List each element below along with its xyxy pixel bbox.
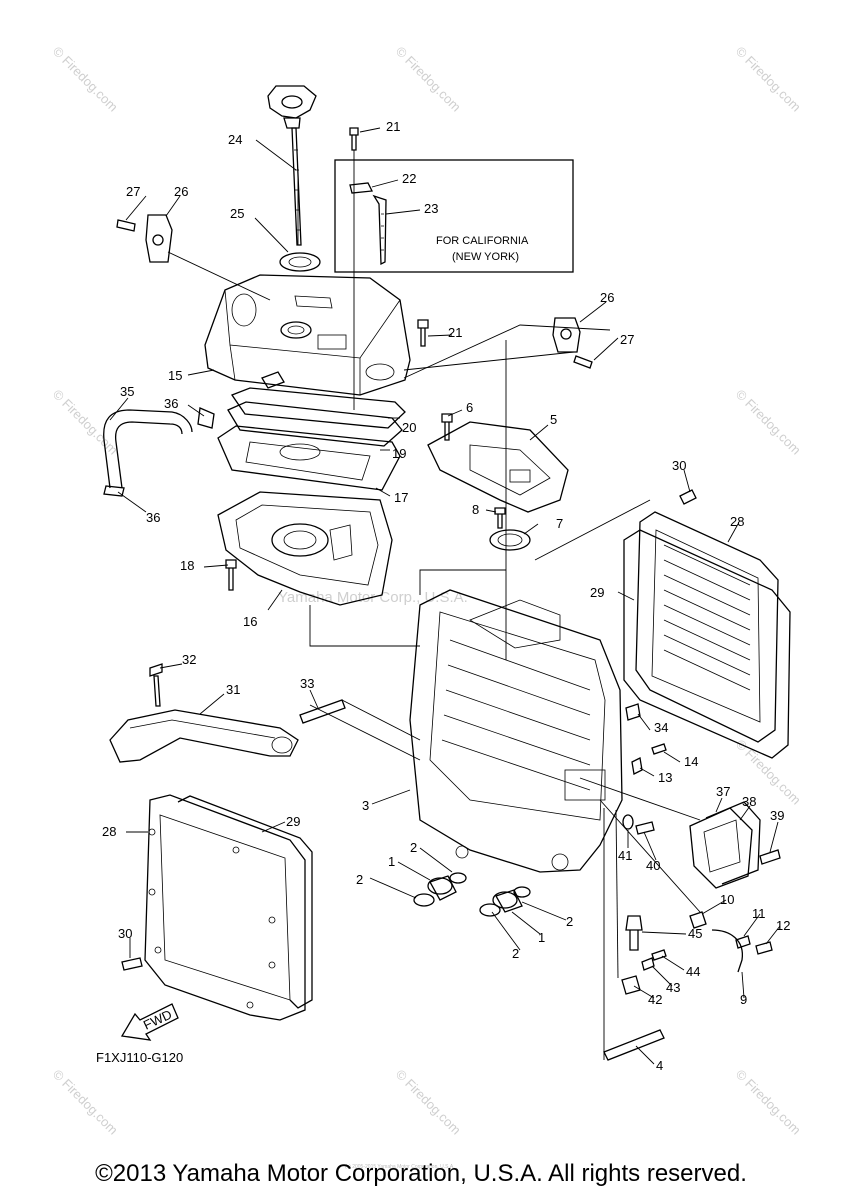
cam-cover-plate xyxy=(427,413,569,513)
tiny-notice: (c) 2005-2015 Yamaha Motor Corporation, … xyxy=(345,1164,455,1170)
plug-cover xyxy=(489,507,531,551)
brackets xyxy=(116,214,593,369)
callout-20: 20 xyxy=(402,420,416,435)
callout-1: 1 xyxy=(538,930,545,945)
bolts-21 xyxy=(349,127,429,347)
exhaust-manifold xyxy=(109,663,346,763)
callout-44: 44 xyxy=(686,964,700,979)
watermark: © Firedog.com xyxy=(393,44,464,115)
callout-2: 2 xyxy=(512,946,519,961)
callout-4: 4 xyxy=(656,1058,663,1073)
callout-25: 25 xyxy=(230,206,244,221)
callout-7: 7 xyxy=(556,516,563,531)
callout-2: 2 xyxy=(356,872,363,887)
leader-lines xyxy=(109,127,781,1065)
cylinder-block xyxy=(409,589,623,873)
watermark: © Firedog.com xyxy=(733,44,804,115)
box-note-line-1: FOR CALIFORNIA xyxy=(436,235,529,247)
callout-19: 19 xyxy=(392,446,406,461)
breather-hose xyxy=(103,407,215,497)
callout-28: 28 xyxy=(730,514,744,529)
callout-38: 38 xyxy=(742,794,756,809)
side-cover-right xyxy=(623,511,791,759)
callout-36: 36 xyxy=(164,396,178,411)
callout-42: 42 xyxy=(648,992,662,1007)
copyright-footer: ©2013 Yamaha Motor Corporation, U.S.A. A… xyxy=(95,1160,747,1187)
callout-18: 18 xyxy=(180,558,194,573)
callout-39: 39 xyxy=(770,808,784,823)
callout-30: 30 xyxy=(118,926,132,941)
water-unions xyxy=(413,872,531,917)
callout-24: 24 xyxy=(228,132,242,147)
callout-28: 28 xyxy=(102,824,116,839)
callout-23: 23 xyxy=(424,201,438,216)
callout-11: 11 xyxy=(752,906,766,921)
callout-9: 9 xyxy=(740,992,747,1007)
diagram-code: F1XJ110-G120 xyxy=(96,1050,183,1065)
oil-filler-cap-assembly xyxy=(267,85,321,272)
callout-26: 26 xyxy=(600,290,614,305)
watermark: © Firedog.com xyxy=(733,1067,804,1138)
callout-3: 3 xyxy=(362,798,369,813)
callout-10: 10 xyxy=(720,892,734,907)
callout-27: 27 xyxy=(126,184,140,199)
callout-43: 43 xyxy=(666,980,680,995)
callout-21: 21 xyxy=(386,119,400,134)
callout-1: 1 xyxy=(388,854,395,869)
callout-5: 5 xyxy=(550,412,557,427)
side-cover-left xyxy=(144,794,313,1021)
watermark: © Firedog.com xyxy=(50,387,121,458)
callout-26: 26 xyxy=(174,184,188,199)
watermark: © Firedog.com xyxy=(733,387,804,458)
callout-30: 30 xyxy=(672,458,686,473)
callout-40: 40 xyxy=(646,858,660,873)
callout-29: 29 xyxy=(286,814,300,829)
callout-2: 2 xyxy=(566,914,573,929)
callout-6: 6 xyxy=(466,400,473,415)
callout-45: 45 xyxy=(688,926,702,941)
bolts-30 xyxy=(121,489,697,971)
callout-17: 17 xyxy=(394,490,408,505)
callout-2: 2 xyxy=(410,840,417,855)
valve-cover xyxy=(204,274,411,396)
callout-21: 21 xyxy=(448,325,462,340)
callout-15: 15 xyxy=(168,368,182,383)
callout-29: 29 xyxy=(590,585,604,600)
callout-35: 35 xyxy=(120,384,134,399)
callout-14: 14 xyxy=(684,754,698,769)
watermark: © Firedog.com xyxy=(393,1067,464,1138)
right-small-parts xyxy=(622,703,667,835)
watermark: © Firedog.com xyxy=(50,44,121,115)
callout-labels: 24 21 22 23 27 26 25 26 27 21 15 35 36 2… xyxy=(102,119,790,1073)
callout-22: 22 xyxy=(402,171,416,186)
callout-36: 36 xyxy=(146,510,160,525)
callout-27: 27 xyxy=(620,332,634,347)
callout-37: 37 xyxy=(716,784,730,799)
baffle-plate xyxy=(217,491,393,606)
callout-33: 33 xyxy=(300,676,314,691)
callout-31: 31 xyxy=(226,682,240,697)
callout-13: 13 xyxy=(658,770,672,785)
callout-16: 16 xyxy=(243,614,257,629)
forward-arrow: FWD xyxy=(120,1003,179,1041)
california-inset-box: FOR CALIFORNIA (NEW YORK) xyxy=(334,159,574,273)
thermostat-cover xyxy=(689,801,781,889)
gasket-stack xyxy=(217,387,406,491)
callout-41: 41 xyxy=(618,848,632,863)
callout-32: 32 xyxy=(182,652,196,667)
callout-34: 34 xyxy=(654,720,668,735)
box-note-line-2: (NEW YORK) xyxy=(452,251,519,263)
watermark: © Firedog.com xyxy=(50,1067,121,1138)
callout-8: 8 xyxy=(472,502,479,517)
callout-12: 12 xyxy=(776,918,790,933)
